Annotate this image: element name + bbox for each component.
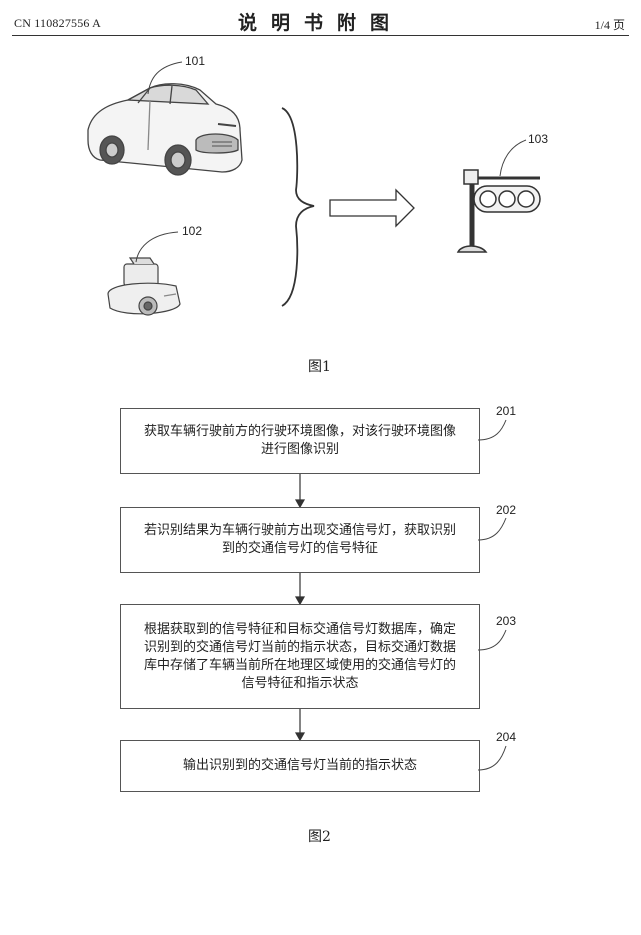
flow-step-204: 输出识别到的交通信号灯当前的指示状态 [120, 740, 480, 792]
figure2-caption: 图2 [308, 829, 331, 845]
brace [281, 107, 315, 307]
ref-label-202: 202 [496, 503, 517, 517]
flow-step-201: 获取车辆行驶前方的行驶环境图像，对该行驶环境图像 进行图像识别 [120, 408, 480, 474]
flow-step-202: 若识别结果为车辆行驶前方出现交通信号灯，获取识别 到的交通信号灯的信号特征 [120, 507, 480, 573]
ref-label-103: 103 [528, 132, 549, 146]
leader-line-102 [135, 231, 179, 263]
ref-label-204: 204 [496, 730, 517, 744]
leader-line-101 [147, 61, 183, 95]
hollow-arrow [329, 188, 415, 228]
ref-label-101: 101 [185, 54, 206, 68]
car-illustration [87, 83, 243, 176]
patent-number: CN 110827556 A [14, 16, 102, 30]
step-text-line: 到的交通信号灯的信号特征 [221, 541, 378, 556]
page-number: 1/4 页 [594, 18, 625, 32]
step-text-line: 识别到的交通信号灯当前的指示状态，目标交通灯数据 [143, 639, 456, 655]
step-text-line: 信号特征和指示状态 [241, 675, 359, 691]
ref-label-203: 203 [496, 614, 517, 628]
ref-label-102: 102 [182, 224, 203, 238]
camera-illustration [107, 257, 181, 316]
leader-line-103 [499, 139, 527, 177]
step-text-line: 获取车辆行驶前方的行驶环境图像，对该行驶环境图像 [143, 424, 456, 439]
flow-step-203: 根据获取到的信号特征和目标交通信号灯数据库，确定 识别到的交通信号灯当前的指示状… [120, 604, 480, 709]
figure1-caption: 图1 [308, 359, 331, 375]
traffic-light-illustration [456, 169, 541, 253]
ref-label-201: 201 [496, 404, 517, 418]
step-text-line: 若识别结果为车辆行驶前方出现交通信号灯，获取识别 [143, 523, 456, 538]
flow-arrows [294, 474, 306, 742]
header-rule [12, 35, 629, 36]
page-title: 说明书附图 [237, 12, 403, 34]
step-text-line: 输出识别到的交通信号灯当前的指示状态 [182, 758, 417, 773]
step-text-line: 库中存储了车辆当前所在地理区域使用的交通信号灯的 [143, 657, 456, 673]
ref-leaders [477, 419, 507, 771]
step-text-line: 进行图像识别 [260, 442, 339, 457]
step-text-line: 根据获取到的信号特征和目标交通信号灯数据库，确定 [143, 621, 456, 637]
